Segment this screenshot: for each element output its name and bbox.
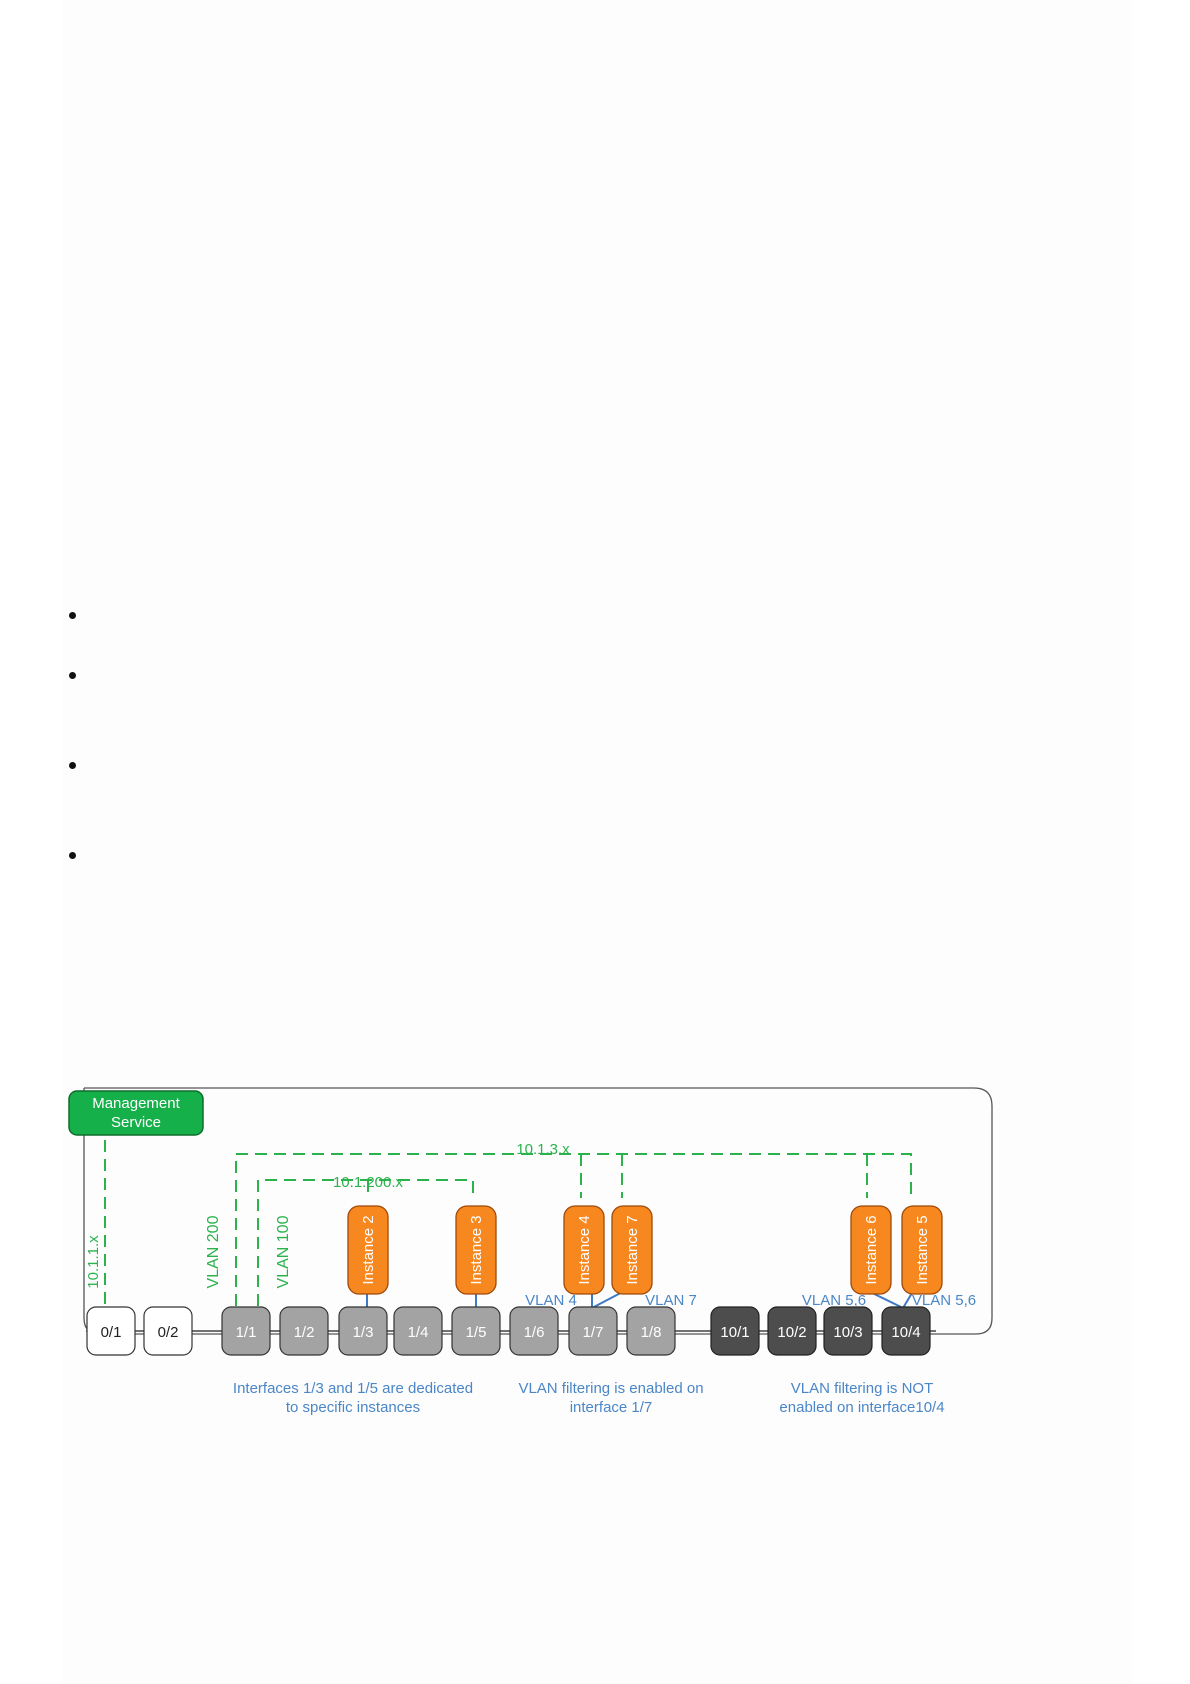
port-label: 1/8	[641, 1324, 662, 1341]
net-10-1-3-label: 10.1.3.x	[516, 1141, 570, 1158]
port-10-4[interactable]: 10/4	[881, 1306, 931, 1356]
port-label: 10/4	[891, 1324, 920, 1341]
caption-2-line2: interface 1/7	[570, 1399, 653, 1416]
caption-1-line1: Interfaces 1/3 and 1/5 are dedicated	[233, 1380, 473, 1397]
instance-group: Instance 2 Instance 3 Instance 4 Instanc…	[347, 1205, 943, 1295]
caption-3-line1: VLAN filtering is NOT	[791, 1380, 934, 1397]
port-label: 10/2	[777, 1324, 806, 1341]
port-10-3[interactable]: 10/3	[823, 1306, 873, 1356]
port-10-1[interactable]: 10/1	[710, 1306, 760, 1356]
port-10-2[interactable]: 10/2	[767, 1306, 817, 1356]
port-1-4[interactable]: 1/4	[393, 1306, 443, 1356]
page-background	[62, 0, 1132, 1684]
green-network-lines	[104, 1140, 912, 1310]
instance-label: Instance 7	[624, 1215, 641, 1284]
instance-label: Instance 6	[863, 1215, 880, 1284]
bullet-item	[62, 664, 1102, 688]
instance-label: Instance 4	[576, 1215, 593, 1284]
port-1-7[interactable]: 1/7	[568, 1306, 618, 1356]
vlan-200-label: VLAN 200	[205, 1215, 222, 1288]
instance-5[interactable]: Instance 5	[901, 1205, 943, 1295]
caption-2-line1: VLAN filtering is enabled on	[518, 1380, 703, 1397]
instance-label: Instance 2	[360, 1215, 377, 1284]
instance-label: Instance 3	[468, 1215, 485, 1284]
instance-2[interactable]: Instance 2	[347, 1205, 389, 1295]
port-label: 10/3	[833, 1324, 862, 1341]
management-label-line1: Management	[92, 1095, 180, 1112]
port-label: 0/2	[158, 1324, 179, 1341]
port-0-2[interactable]: 0/2	[143, 1306, 193, 1356]
bullet-dot-icon	[69, 612, 76, 619]
port-1-2[interactable]: 1/2	[279, 1306, 329, 1356]
port-label: 1/3	[353, 1324, 374, 1341]
instance-6[interactable]: Instance 6	[850, 1205, 892, 1295]
vlan-7-label: VLAN 7	[645, 1292, 697, 1309]
port-label: 1/7	[583, 1324, 604, 1341]
bullet-item	[62, 754, 1102, 778]
vlan-56-right-label: VLAN 5,6	[912, 1292, 976, 1309]
port-label: 10/1	[720, 1324, 749, 1341]
port-label: 1/4	[408, 1324, 429, 1341]
port-row: 0/1 0/2 1/1 1/2 1/3 1/4 1/5 1/6	[86, 1306, 931, 1356]
instance-7[interactable]: Instance 7	[611, 1205, 653, 1295]
captions: Interfaces 1/3 and 1/5 are dedicated to …	[233, 1380, 945, 1416]
vlan-100-label: VLAN 100	[275, 1215, 292, 1288]
net-10-1-1-label: 10.1.1.x	[85, 1235, 102, 1289]
bullet-dot-icon	[69, 852, 76, 859]
net-10-1-3-line	[235, 1153, 912, 1306]
bullet-item	[62, 604, 1102, 628]
instance-label: Instance 5	[914, 1215, 931, 1284]
management-label-line2: Service	[111, 1114, 161, 1131]
port-0-1[interactable]: 0/1	[86, 1306, 136, 1356]
port-1-5[interactable]: 1/5	[451, 1306, 501, 1356]
vlan-4-label: VLAN 4	[525, 1292, 577, 1309]
caption-1-line2: to specific instances	[286, 1399, 420, 1416]
bullet-list	[62, 0, 1122, 900]
port-label: 1/6	[524, 1324, 545, 1341]
port-1-3[interactable]: 1/3	[338, 1306, 388, 1356]
bullet-item	[62, 844, 1102, 868]
port-label: 0/1	[101, 1324, 122, 1341]
net-10-1-200-line	[257, 1179, 474, 1306]
management-service-border	[68, 1090, 204, 1136]
vlan-56-left-label: VLAN 5,6	[802, 1292, 866, 1309]
instance-3[interactable]: Instance 3	[455, 1205, 497, 1295]
caption-3-line2: enabled on interface10/4	[779, 1399, 944, 1416]
port-label: 1/5	[466, 1324, 487, 1341]
port-1-8[interactable]: 1/8	[626, 1306, 676, 1356]
management-service-box	[69, 1091, 203, 1135]
instance-4[interactable]: Instance 4	[563, 1205, 605, 1295]
port-1-1[interactable]: 1/1	[221, 1306, 271, 1356]
port-label: 1/1	[236, 1324, 257, 1341]
port-1-6[interactable]: 1/6	[509, 1306, 559, 1356]
port-label: 1/2	[294, 1324, 315, 1341]
net-10-1-200-label: 10.1.200.x	[333, 1174, 404, 1191]
bullet-dot-icon	[69, 762, 76, 769]
bullet-dot-icon	[69, 672, 76, 679]
